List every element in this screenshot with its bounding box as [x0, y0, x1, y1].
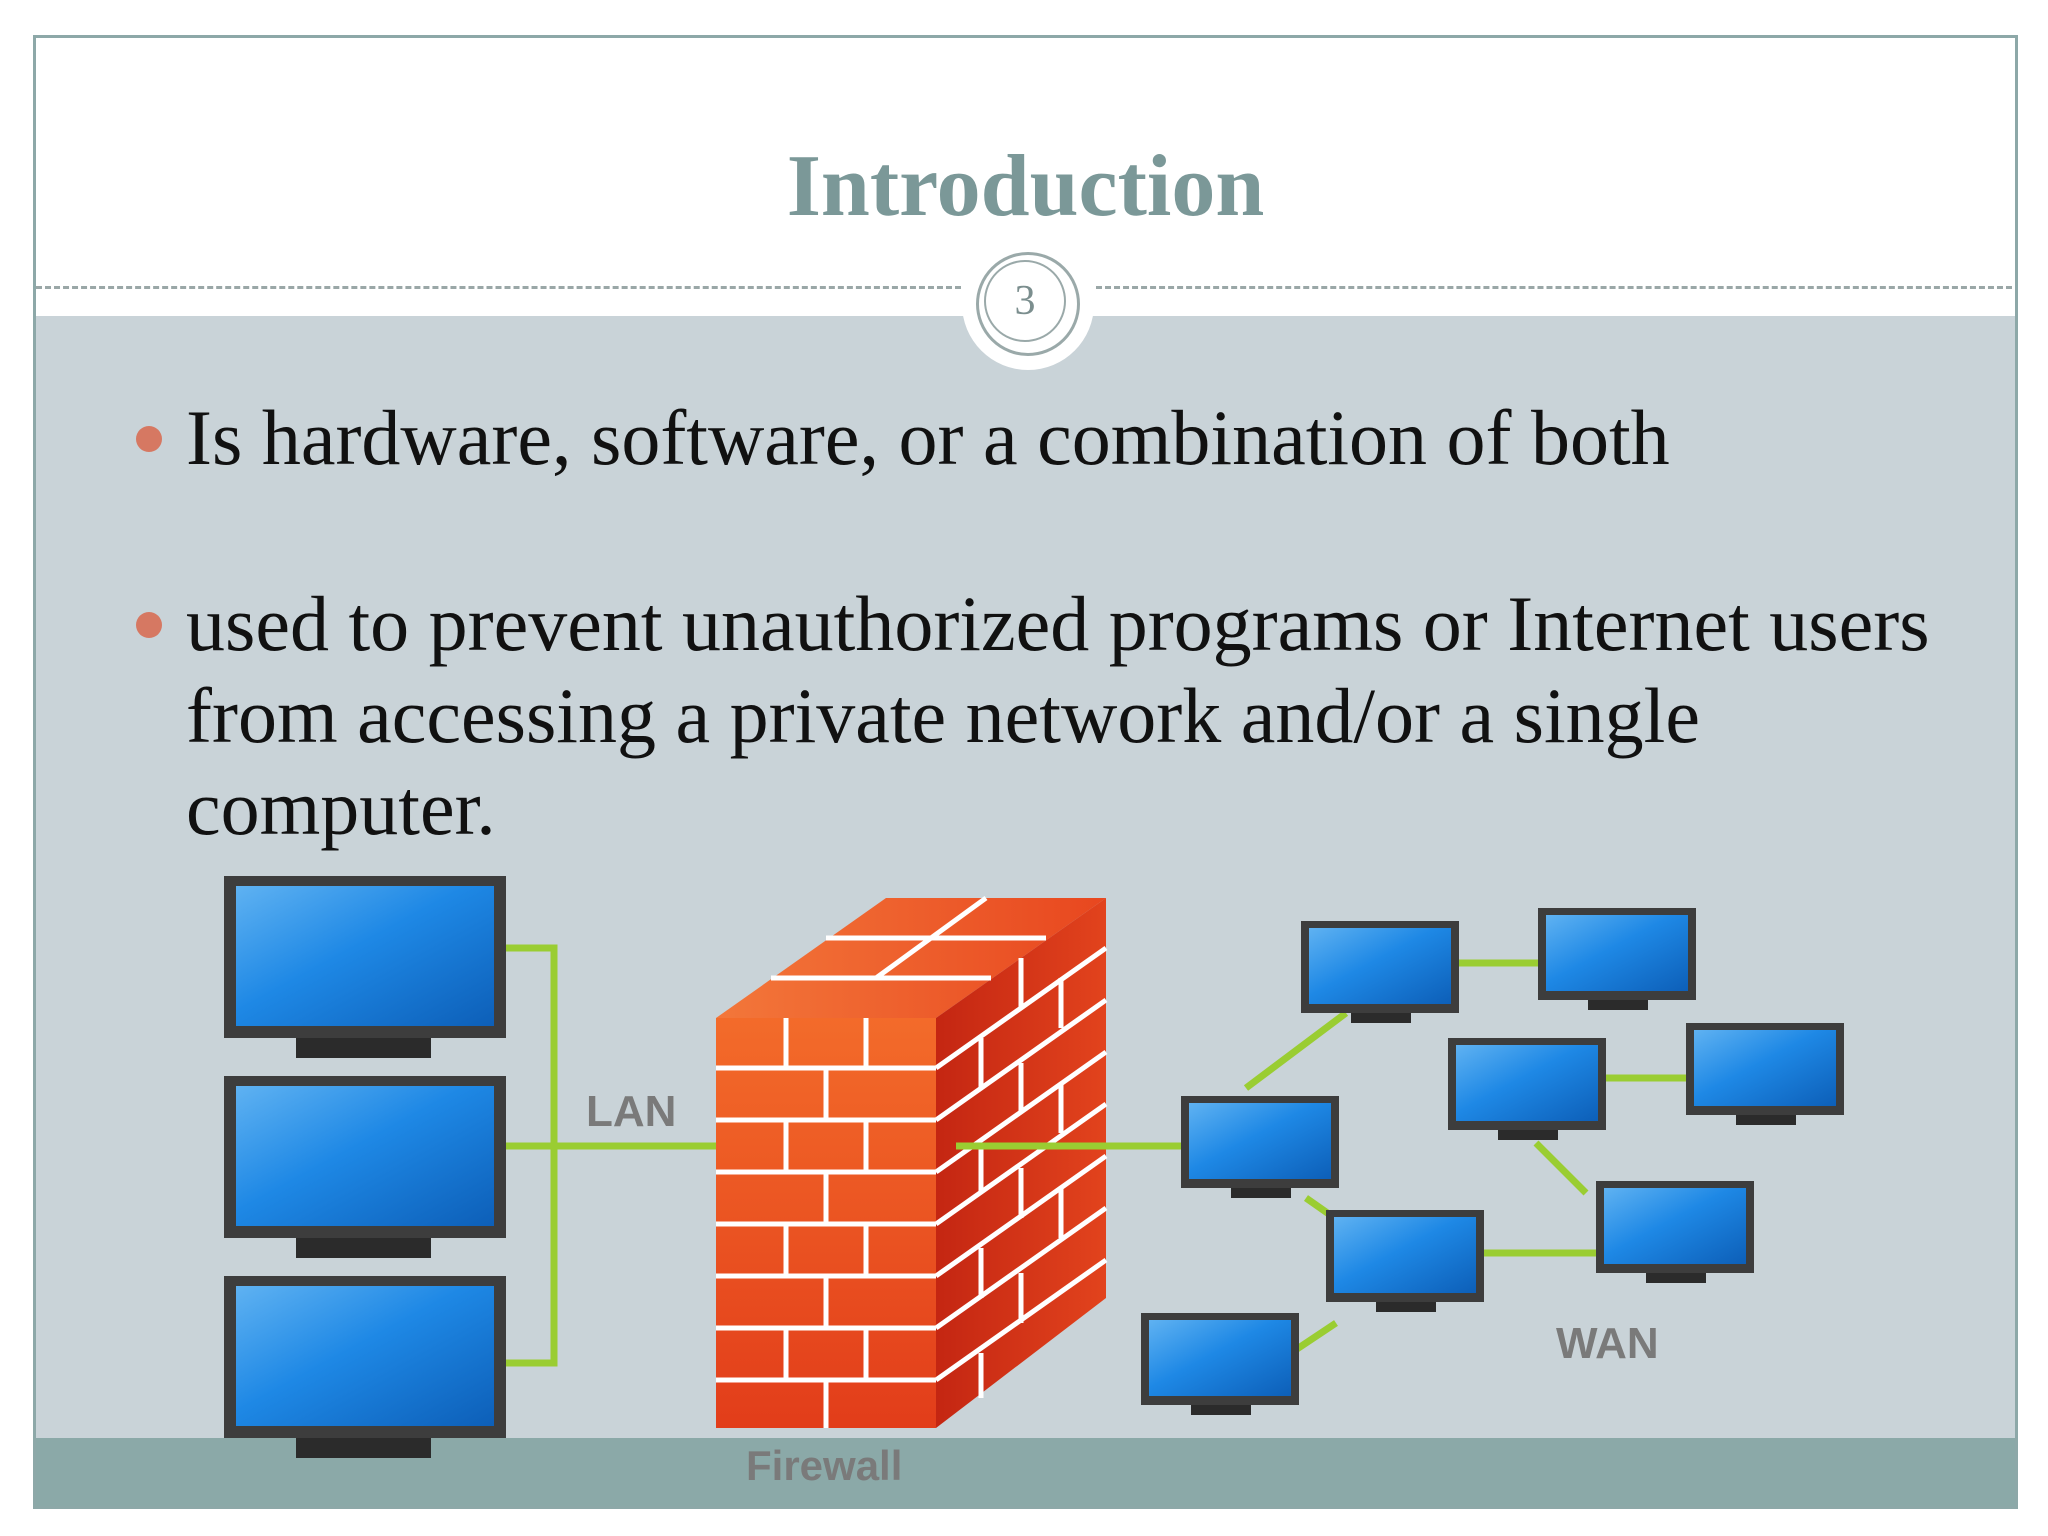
wan-monitor — [1448, 1038, 1606, 1140]
lan-link — [504, 944, 558, 1367]
wan-monitor — [1301, 921, 1459, 1023]
bullet-dot-icon — [136, 612, 162, 638]
wan-monitor — [1538, 908, 1696, 1010]
wan-link — [1533, 1140, 1589, 1196]
firewall-label: Firewall — [746, 1442, 902, 1489]
lan-label: LAN — [586, 1087, 676, 1136]
bullet-dot-icon — [136, 426, 162, 452]
bullet-text: Is hardware, software, or a combination … — [186, 394, 1670, 481]
lan-links — [504, 944, 716, 1367]
wan-monitor — [1596, 1181, 1754, 1283]
slide-frame: Introduction 3 Is hardware, software, or… — [33, 35, 2018, 1509]
lan-monitor — [224, 1276, 506, 1458]
page-number: 3 — [984, 260, 1066, 342]
lan-monitor — [224, 1076, 506, 1258]
slide-title: Introduction — [786, 138, 1265, 235]
firewall-wall — [716, 895, 1108, 1428]
wan-monitor — [1181, 1096, 1339, 1198]
wan-monitor — [1141, 1313, 1299, 1415]
bullet-text: used to prevent unauthorized programs or… — [186, 580, 1930, 851]
wan-label: WAN — [1556, 1319, 1659, 1368]
page-number-badge: 3 — [962, 238, 1094, 370]
wan-monitor — [1686, 1023, 1844, 1125]
bullet-item: used to prevent unauthorized programs or… — [136, 578, 1946, 854]
wan-monitor — [1326, 1210, 1484, 1312]
firewall-network-diagram: LAN — [224, 876, 1844, 1489]
header-divider-left — [36, 286, 961, 289]
header-divider-right — [1096, 286, 2015, 289]
wan-link — [1243, 1010, 1349, 1091]
bullet-item: Is hardware, software, or a combination … — [136, 392, 1946, 484]
lan-monitor — [224, 876, 506, 1058]
